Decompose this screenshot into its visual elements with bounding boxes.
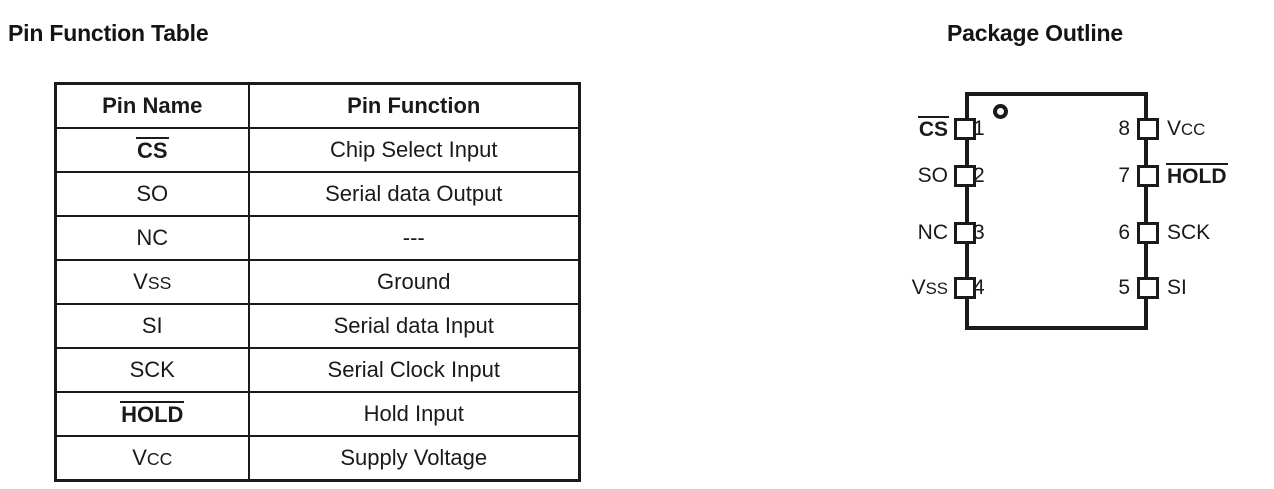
- pin-1-marker-dot-icon: [993, 104, 1008, 119]
- cell-pin-function: Ground: [247, 259, 581, 305]
- pin-label-4: VSS: [911, 276, 948, 299]
- pin-number-5: 5: [1118, 276, 1130, 299]
- pin-label-5: SI: [1167, 276, 1187, 299]
- pin-label-8: VCC: [1167, 117, 1206, 140]
- pin-lead-1: [954, 118, 976, 140]
- cell-pin-name: VCC: [54, 435, 250, 482]
- pin-label-1: CS: [917, 116, 950, 141]
- pin-lead-3: [954, 222, 976, 244]
- cell-pin-function: ---: [247, 215, 581, 261]
- package-outline-diagram: 1 CS 2 SO 3 NC 4 VSS 8 VCC 7 HOLD 6 SCK 5 SI: [860, 70, 1274, 370]
- ic-body-outline: [965, 92, 1148, 330]
- pin-lead-8: [1137, 118, 1159, 140]
- pin-lead-4: [954, 277, 976, 299]
- cell-pin-name: SO: [54, 171, 250, 217]
- cell-pin-name: CS: [54, 127, 250, 173]
- cell-pin-name: SCK: [54, 347, 250, 393]
- cell-pin-function: Chip Select Input: [247, 127, 581, 173]
- cell-pin-name: SI: [54, 303, 250, 349]
- cell-pin-function: Serial data Output: [247, 171, 581, 217]
- pin-number-8: 8: [1118, 117, 1130, 140]
- cell-pin-function: Serial Clock Input: [247, 347, 581, 393]
- pin-label-7: HOLD: [1166, 163, 1227, 188]
- pin-label-6: SCK: [1167, 221, 1211, 244]
- pin-number-3: 3: [973, 221, 985, 244]
- cell-pin-name: VSS: [54, 259, 250, 305]
- pin-number-6: 6: [1118, 221, 1130, 244]
- table-row: NC---: [54, 215, 581, 261]
- pin-lead-5: [1137, 277, 1159, 299]
- cell-pin-function: Hold Input: [247, 391, 581, 437]
- pin-lead-2: [954, 165, 976, 187]
- column-header-pin-function: Pin Function: [247, 82, 581, 129]
- pin-lead-6: [1137, 222, 1159, 244]
- cell-pin-name: HOLD: [54, 391, 250, 437]
- cell-pin-function: Serial data Input: [247, 303, 581, 349]
- table-header-row: Pin Name Pin Function: [54, 82, 581, 129]
- page-title-pin-function-table: Pin Function Table: [8, 20, 209, 46]
- cell-pin-function: Supply Voltage: [247, 435, 581, 482]
- pin-label-2: SO: [917, 164, 948, 187]
- column-header-pin-name: Pin Name: [54, 82, 250, 129]
- pin-number-2: 2: [973, 164, 985, 187]
- pin-label-3: NC: [917, 221, 948, 244]
- pin-lead-7: [1137, 165, 1159, 187]
- cell-pin-name: NC: [54, 215, 250, 261]
- pin-number-4: 4: [973, 276, 985, 299]
- page-title-package-outline: Package Outline: [947, 20, 1123, 46]
- pin-number-1: 1: [973, 117, 985, 140]
- pin-number-7: 7: [1118, 164, 1130, 187]
